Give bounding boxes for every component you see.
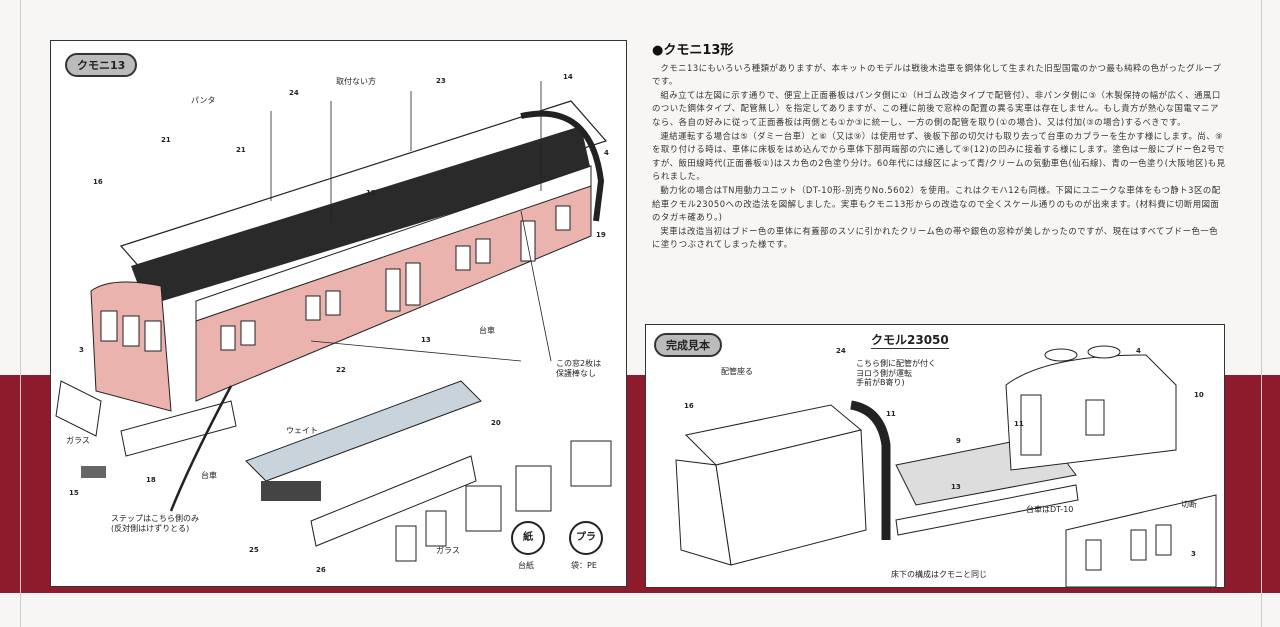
weight-label: ウェイト xyxy=(286,426,318,435)
floor-note: 床下の構成はクモニと同じ xyxy=(891,570,987,579)
pipe-label: 配管座る xyxy=(721,367,753,376)
part-number: 10 xyxy=(1194,391,1204,399)
window-note: この窓2枚は 保護棒なし xyxy=(556,359,602,378)
part-number: 19 xyxy=(596,231,606,239)
part-number: 21 xyxy=(236,146,246,154)
part-number: 3 xyxy=(1191,550,1196,558)
article-paragraph: 連結運転する場合は⑤（ダミー台車）と⑥（又は⑨）は使用せず、後板下部の切欠けも取… xyxy=(652,130,1226,182)
side-note: こちら側に配管が付く ヨロう側が運転 手前がB寄り) xyxy=(856,359,936,388)
part-number: 11 xyxy=(1014,420,1024,428)
no-mount-label: 取付ない方 xyxy=(336,77,376,86)
step-note: ステップはこちら側のみ (反対側はけずりとる) xyxy=(111,514,199,533)
part-number: 14 xyxy=(563,73,573,81)
glass-parts xyxy=(55,380,612,562)
part-number: 24 xyxy=(289,89,299,97)
part-number: 16 xyxy=(93,178,103,186)
train-car-exploded-drawing xyxy=(55,81,612,562)
glass-label: ガラス xyxy=(66,436,90,445)
rear-end-part xyxy=(520,110,605,222)
bogie-label: 台車 xyxy=(201,471,217,480)
part-number: 11 xyxy=(886,410,896,418)
part-number: 20 xyxy=(491,419,501,427)
cut-label: 切断 xyxy=(1181,500,1197,509)
glass-label: ガラス xyxy=(436,546,460,555)
conversion-drawing xyxy=(675,345,1217,587)
sample-badge: 完成見本 xyxy=(654,333,722,357)
cut-side-part xyxy=(715,429,867,566)
bogie-label: 台車 xyxy=(479,326,495,335)
kumoni13-assembly-diagram: クモニ13 パンタ 取付ない方 21 21 24 23 14 12 4 3 16… xyxy=(50,40,627,587)
bogie-part xyxy=(261,481,321,501)
article-heading: ●クモニ13形 xyxy=(652,43,734,58)
part-number: 3 xyxy=(79,346,84,354)
article-text: ●クモニ13形 クモニ13にもいろいろ種類がありますが、本キットのモデルは戦後木… xyxy=(652,44,1227,252)
plastic-recycle-mark: プラ xyxy=(569,521,603,555)
side-windows xyxy=(220,205,571,351)
sheet-edge xyxy=(20,0,1262,627)
kumoru23050-conversion-diagram: 完成見本 クモル23050 配管座る こちら側に配管が付く ヨロう側が運転 手前… xyxy=(645,324,1225,588)
part-number: 18 xyxy=(146,476,156,484)
roof-black-strip xyxy=(131,126,591,306)
part-number: 16 xyxy=(684,402,694,410)
part-number: 24 xyxy=(836,347,846,355)
part-number: 9 xyxy=(956,437,961,445)
paper-mark-caption: 台紙 xyxy=(518,561,534,570)
bogie-dt10-note: 台車はDT-10 xyxy=(1026,505,1074,514)
part-number: 13 xyxy=(421,336,431,344)
article-paragraph: 動力化の場合はTN用動力ユニット（DT-10形-別売りNo.5602）を使用。こ… xyxy=(652,184,1221,223)
kumoni13-badge: クモニ13 xyxy=(65,53,138,77)
part-number: 4 xyxy=(604,149,609,157)
part-number: 4 xyxy=(1136,347,1141,355)
part-number: 21 xyxy=(161,136,171,144)
paper-recycle-mark: 紙 xyxy=(511,521,545,555)
article-paragraph: 組み立ては左図に示す通りで、便宜上正面番板はパンタ側に①（Hゴム改造タイプで配管… xyxy=(652,89,1221,127)
part-number: 26 xyxy=(316,566,326,574)
weight-plate xyxy=(245,380,482,482)
part-number: 13 xyxy=(951,483,961,491)
part-number: 12 xyxy=(366,189,376,197)
panta-label: パンタ xyxy=(191,96,216,105)
part-number: 22 xyxy=(336,366,346,374)
kumoru23050-title: クモル23050 xyxy=(871,333,949,349)
part-number: 25 xyxy=(249,546,259,554)
floor-part xyxy=(310,455,477,547)
article-paragraph: クモニ13にもいろいろ種類がありますが、本キットのモデルは戦後木造車を鋼体化して… xyxy=(652,62,1222,87)
part-number: 15 xyxy=(69,489,79,497)
article-paragraph: 実車は改造当初はブドー色の車体に有蓋部のスソに引かれたクリーム色の帯や銀色の窓枠… xyxy=(652,225,1219,250)
part-number: 23 xyxy=(436,77,446,85)
plastic-mark-caption: 袋：PE xyxy=(571,561,597,570)
